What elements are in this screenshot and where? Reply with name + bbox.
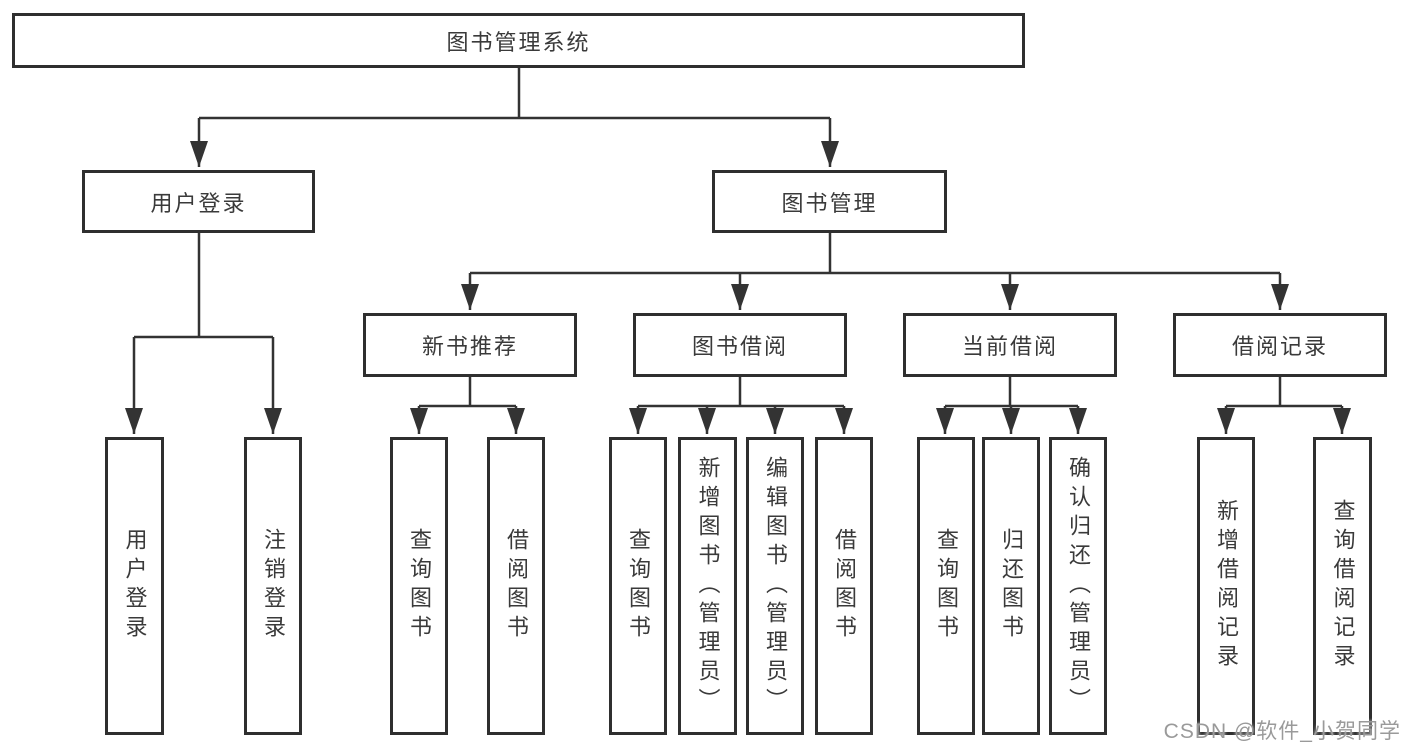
node-book-management: 图书管理 [712, 170, 947, 233]
leaf-query-books-current: 查询图书 [917, 437, 975, 735]
connectors-borrow-records [1217, 377, 1351, 434]
leaf-query-borrow-record: 查询借阅记录 [1313, 437, 1372, 735]
leaf-borrow-books-borrow: 借阅图书 [815, 437, 873, 735]
connectors-book-borrow [629, 377, 853, 434]
connectors-book-management [461, 233, 1289, 310]
node-borrow-records: 借阅记录 [1173, 313, 1387, 377]
leaf-confirm-return-admin: 确认归还（管理员） [1049, 437, 1107, 735]
node-book-borrow: 图书借阅 [633, 313, 847, 377]
leaf-user-login: 用户登录 [105, 437, 164, 735]
leaf-query-books-borrow: 查询图书 [609, 437, 667, 735]
watermark: CSDN @软件_小贺同学 [1163, 720, 1401, 743]
leaf-return-books: 归还图书 [982, 437, 1040, 735]
leaf-add-borrow-record: 新增借阅记录 [1197, 437, 1255, 735]
connectors-new-book-recommend [410, 377, 525, 434]
node-user-login: 用户登录 [82, 170, 315, 233]
leaf-logout-login: 注销登录 [244, 437, 302, 735]
node-current-borrow: 当前借阅 [903, 313, 1117, 377]
leaf-add-book-admin: 新增图书（管理员） [678, 437, 737, 735]
connectors-current-borrow [936, 377, 1087, 434]
connectors-root [190, 68, 839, 167]
node-library-system: 图书管理系统 [12, 13, 1025, 68]
leaf-edit-book-admin: 编辑图书（管理员） [746, 437, 804, 735]
leaf-query-books-recommend: 查询图书 [390, 437, 448, 735]
connectors-user-login [125, 233, 282, 434]
node-new-book-recommend: 新书推荐 [363, 313, 577, 377]
leaf-borrow-books-recommend: 借阅图书 [487, 437, 545, 735]
